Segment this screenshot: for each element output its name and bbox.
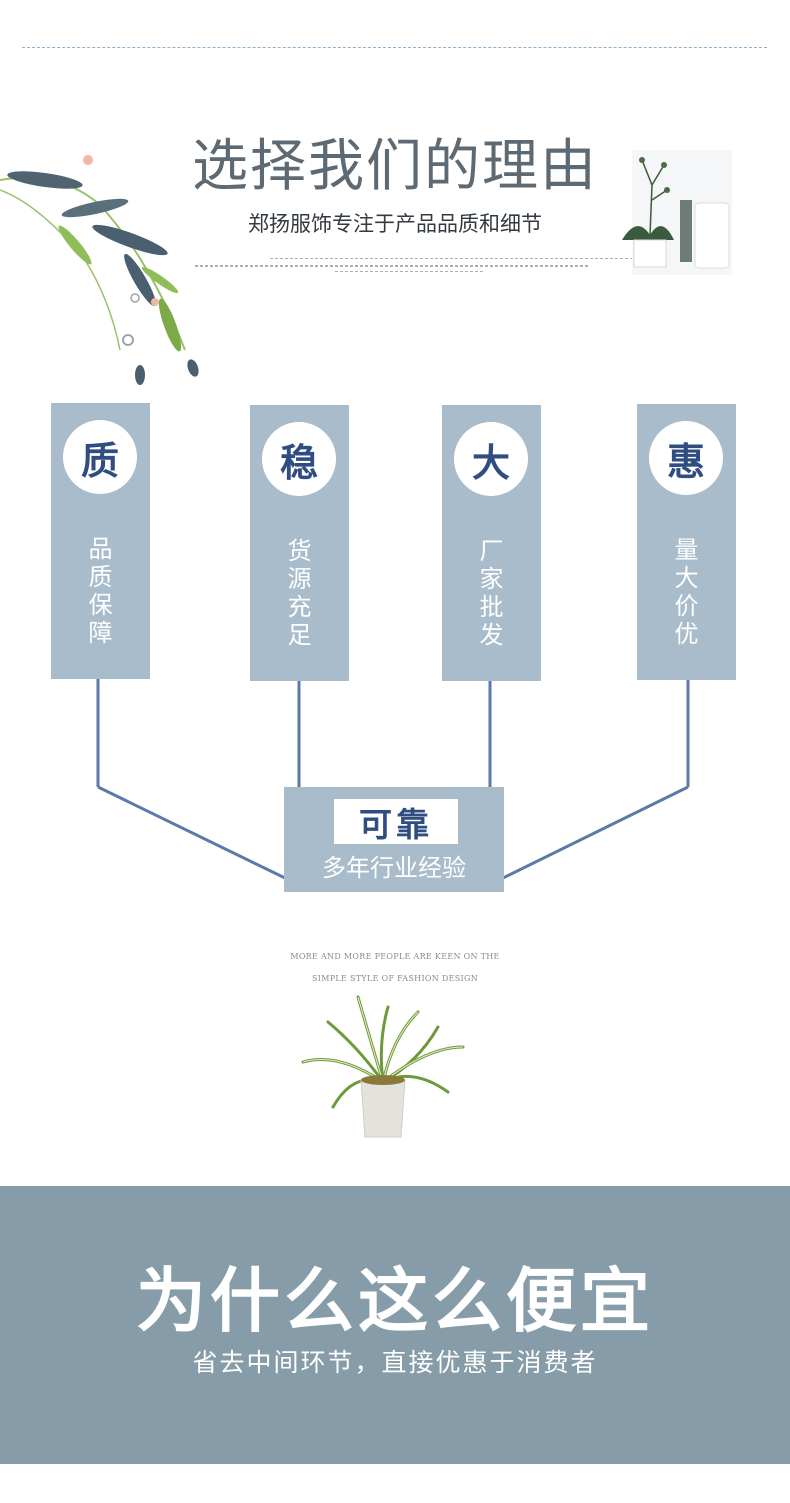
decorative-text-line [270,258,665,259]
pillar-quality: 质 品质保障 [51,403,150,679]
banner-subtitle: 省去中间环节，直接优惠于消费者 [192,1348,598,1377]
pillar-icon-char: 大 [454,422,528,496]
potted-plant-image [301,995,465,1138]
decorative-text-line [195,265,590,267]
pillar-icon-char: 惠 [649,421,723,495]
why-cheap-banner: 为什么这么便宜 省去中间环节，直接优惠于消费者 [0,1186,790,1464]
tagline-line-1: MORE AND MORE PEOPLE ARE KEEN ON THE [290,952,500,961]
pillar-text: 货源充足 [287,537,312,649]
pillar-stable: 稳 货源充足 [250,405,349,681]
leaves-decoration [0,155,199,385]
vase-plant-decoration [622,150,732,275]
pillar-large: 大 厂家批发 [442,405,541,681]
decorative-text-line [335,271,485,272]
pillar-icon-char: 质 [63,420,137,494]
reliable-box: 可靠 多年行业经验 [284,787,504,892]
pillar-text: 量大价优 [674,536,699,648]
pillar-text: 厂家批发 [479,537,504,649]
reliable-subtitle: 多年行业经验 [322,854,466,882]
reliable-label: 可靠 [334,799,458,844]
top-dashed-divider [22,47,767,48]
tagline-line-2: SIMPLE STYLE OF FASHION DESIGN [312,974,478,983]
page-subtitle: 郑扬服饰专注于产品品质和细节 [248,212,542,236]
pillar-discount: 惠 量大价优 [637,404,736,680]
banner-title: 为什么这么便宜 [136,1260,654,1342]
page-title: 选择我们的理由 [192,134,598,199]
pillar-text: 品质保障 [88,535,113,647]
pillar-icon-char: 稳 [262,422,336,496]
connector-lines [96,678,690,880]
